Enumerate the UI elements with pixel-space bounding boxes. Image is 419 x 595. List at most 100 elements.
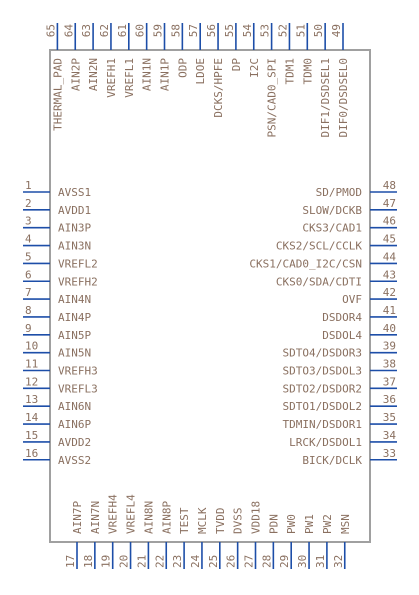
pin-name-28: PDN: [267, 514, 280, 534]
pin-name-41: DSDOR4: [322, 311, 362, 324]
pin-number-6: 6: [25, 268, 32, 281]
pin-number-61: 61: [116, 24, 129, 37]
pin-number-45: 45: [383, 233, 396, 246]
pin-name-18: AIN7N: [89, 501, 102, 534]
pin-number-36: 36: [383, 393, 396, 406]
pin-name-58: ODP: [176, 58, 189, 78]
pin-name-59: AIN1P: [159, 58, 172, 91]
pin-number-44: 44: [383, 250, 397, 263]
pin-name-14: AIN6P: [58, 418, 91, 431]
pin-number-35: 35: [383, 411, 396, 424]
pin-name-40: DSDOL4: [322, 329, 362, 342]
pin-number-37: 37: [383, 375, 396, 388]
pin-number-40: 40: [383, 322, 396, 335]
pin-name-53: PSN/CAD0_SPI: [266, 58, 279, 137]
pin-number-25: 25: [207, 555, 220, 568]
pin-name-13: AIN6N: [58, 400, 91, 413]
pin-number-29: 29: [278, 555, 291, 568]
pin-number-43: 43: [383, 268, 396, 281]
pin-number-19: 19: [100, 555, 113, 568]
pin-number-9: 9: [25, 322, 32, 335]
pin-name-8: AIN4P: [58, 311, 91, 324]
pin-name-62: VREFH1: [105, 58, 118, 98]
pin-number-27: 27: [243, 555, 256, 568]
pin-number-16: 16: [25, 447, 38, 460]
pin-name-38: SDTO3/DSDOL3: [283, 365, 362, 378]
pin-number-42: 42: [383, 286, 396, 299]
pin-number-49: 49: [330, 24, 343, 37]
pin-name-22: AIN8P: [160, 501, 173, 534]
pin-name-30: PW1: [303, 514, 316, 534]
pin-name-23: TEST: [178, 507, 191, 534]
pin-number-3: 3: [25, 215, 32, 228]
pin-name-17: AIN7P: [71, 501, 84, 534]
pin-name-46: CKS3/CAD1: [302, 222, 362, 235]
pin-name-24: MCLK: [196, 507, 209, 534]
pin-number-48: 48: [383, 179, 396, 192]
pin-name-25: TVDD: [214, 508, 227, 535]
pin-number-63: 63: [80, 24, 93, 37]
pins-left: 1AVSS12AVDD13AIN3P4AIN3N5VREFL26VREFH27A…: [23, 179, 98, 467]
pin-number-12: 12: [25, 375, 38, 388]
pin-number-17: 17: [64, 555, 77, 568]
pin-number-22: 22: [153, 555, 166, 568]
pin-name-26: DVSS: [232, 508, 245, 535]
pin-number-8: 8: [25, 304, 32, 317]
pin-number-57: 57: [187, 24, 200, 37]
pin-number-28: 28: [260, 555, 273, 568]
pin-number-55: 55: [223, 24, 236, 37]
pin-name-49: DIF0/DSDSEL0: [337, 58, 350, 137]
pin-number-31: 31: [314, 555, 327, 568]
pin-number-14: 14: [25, 411, 39, 424]
pin-number-1: 1: [25, 179, 32, 192]
pin-name-39: SDTO4/DSDOR3: [283, 347, 362, 360]
pin-name-35: TDMIN/DSDOR1: [283, 418, 362, 431]
pin-name-2: AVDD1: [58, 204, 91, 217]
pin-number-30: 30: [296, 555, 309, 568]
pins-top: 49DIF0/DSDSEL050DIF1/DSDSEL151TDM052TDM1…: [44, 23, 350, 137]
pin-number-59: 59: [152, 24, 165, 37]
pin-name-27: VDD18: [250, 501, 263, 534]
pin-number-52: 52: [276, 24, 289, 37]
pins-bottom: 17AIN7P18AIN7N19VREFH420VREFL421AIN8N22A…: [64, 494, 352, 569]
pin-number-15: 15: [25, 429, 38, 442]
pin-name-6: VREFH2: [58, 275, 98, 288]
pin-name-4: AIN3N: [58, 240, 91, 253]
pin-name-42: OVF: [342, 293, 362, 306]
pin-number-60: 60: [134, 24, 147, 37]
pin-name-51: TDM0: [301, 58, 314, 85]
package-body: [49, 49, 371, 543]
pin-number-54: 54: [241, 24, 254, 38]
pin-name-54: I2C: [248, 58, 261, 78]
pin-name-32: MSN: [339, 514, 352, 534]
pin-name-31: PW2: [321, 514, 334, 534]
pin-name-43: CKS0/SDA/CDTI: [276, 275, 362, 288]
pin-name-21: AIN8N: [142, 501, 155, 534]
pin-name-34: LRCK/DSDOL1: [289, 436, 362, 449]
pin-name-29: PW0: [285, 514, 298, 534]
pin-name-55: DP: [230, 58, 243, 72]
pin-number-53: 53: [259, 24, 272, 37]
pin-name-9: AIN5P: [58, 329, 91, 342]
pin-number-62: 62: [98, 24, 111, 37]
pin-number-26: 26: [225, 555, 238, 568]
pin-number-23: 23: [171, 555, 184, 568]
pin-number-58: 58: [169, 24, 182, 37]
pin-number-41: 41: [383, 304, 396, 317]
pin-name-44: CKS1/CAD0_I2C/CSN: [249, 257, 362, 270]
pin-number-34: 34: [383, 429, 397, 442]
pin-name-50: DIF1/DSDSEL1: [319, 58, 332, 137]
pin-number-46: 46: [383, 215, 396, 228]
pin-number-10: 10: [25, 340, 38, 353]
pin-name-1: AVSS1: [58, 186, 91, 199]
pin-name-63: AIN2N: [87, 58, 100, 91]
pin-number-39: 39: [383, 340, 396, 353]
pin-name-37: SDTO2/DSDOR2: [283, 382, 362, 395]
pin-name-7: AIN4N: [58, 293, 91, 306]
pin-name-11: VREFH3: [58, 365, 98, 378]
pin-name-5: VREFL2: [58, 257, 98, 270]
pin-name-57: LDOE: [194, 58, 207, 85]
pin-number-47: 47: [383, 197, 396, 210]
pin-name-64: AIN2P: [69, 58, 82, 91]
